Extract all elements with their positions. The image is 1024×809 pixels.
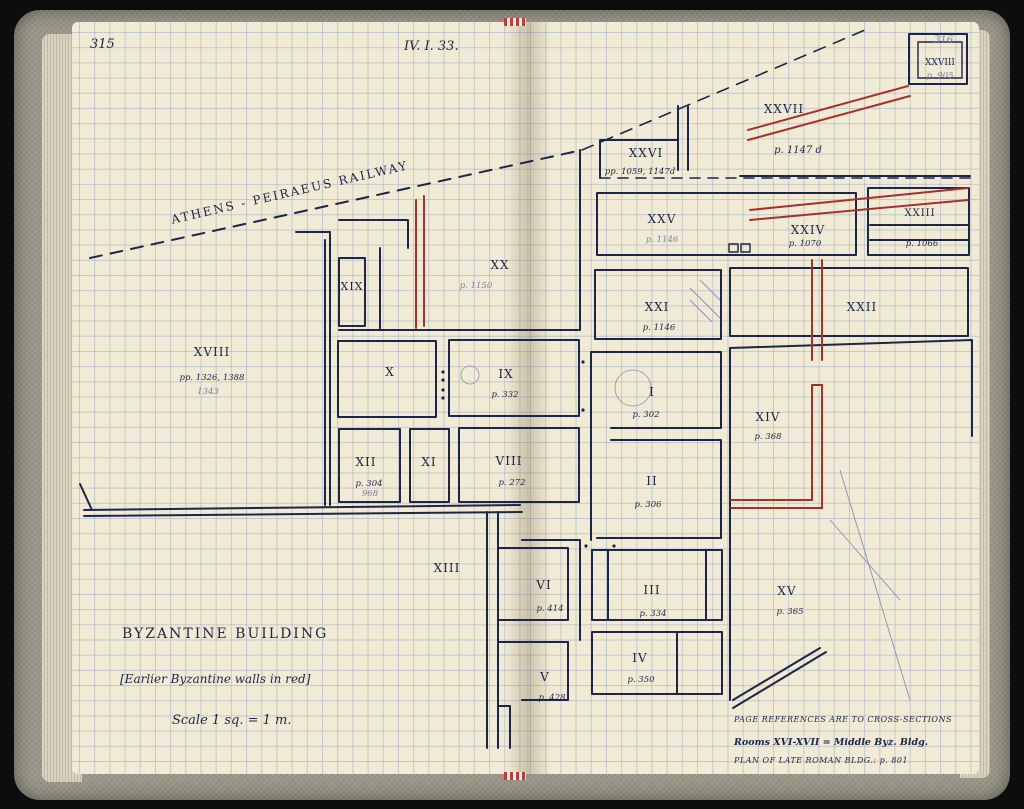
- room-xxvii-ref: p. 1147 d: [774, 145, 822, 156]
- red-wall-xxiv: [749, 187, 969, 221]
- boundary-wall: [79, 483, 93, 511]
- room-xxvi-wall: [599, 105, 689, 179]
- room-xx-label: XX: [490, 258, 510, 272]
- room-iv-ref: p. 350: [627, 675, 655, 685]
- room-xxiii-ref: p. 1066: [905, 239, 939, 249]
- room-xv-label: XV: [777, 584, 797, 598]
- room-viii-wall: [458, 427, 580, 503]
- room-xix-label: XIX: [340, 280, 364, 293]
- room-xii-label: XII: [355, 455, 377, 469]
- room-i-ref: p. 302: [632, 410, 660, 420]
- binding-thread-top: [504, 18, 526, 26]
- room-xxi-label: XXI: [644, 300, 670, 314]
- book-gutter: [505, 22, 551, 774]
- legend-note: [Earlier Byzantine walls in red]: [120, 672, 311, 686]
- room-ii-label: II: [646, 474, 658, 488]
- room-vi-ref: p. 414: [536, 604, 564, 614]
- room-xxi-wall: [594, 269, 722, 340]
- room-xxi-ref: p. 1146: [642, 323, 676, 333]
- room-ix-wall: [448, 339, 580, 417]
- room-v-label: V: [540, 670, 550, 684]
- footnote-line-1: PAGE REFERENCES ARE TO CROSS-SECTIONS: [734, 715, 952, 724]
- room-xii-ref: p. 304: [355, 479, 383, 489]
- room-xxv-label: XXV: [647, 212, 677, 226]
- room-xxv-ref: p. 1146: [645, 235, 679, 245]
- room-xxvi-label: XXVI: [628, 146, 664, 160]
- room-iv-wall: [591, 631, 723, 695]
- room-xxiii-wall: [867, 187, 970, 256]
- legend-scale: Scale 1 sq. = 1 m.: [172, 713, 292, 728]
- room-iv-label: IV: [632, 651, 648, 665]
- room-viii-ref: p. 272: [498, 478, 526, 488]
- page-date: IV. I. 33.: [404, 39, 459, 54]
- room-xix-wall: [338, 257, 366, 327]
- room-xi-wall: [409, 428, 450, 503]
- room-xxiii-label: XXIII: [904, 208, 936, 219]
- room-xxv-wall: [596, 192, 857, 256]
- room-ix-label: IX: [498, 367, 514, 381]
- room-i-label: I: [649, 385, 655, 399]
- room-xxviii-ref: p. 905: [926, 71, 954, 81]
- room-xxviii-wall: [908, 33, 968, 85]
- room-xi-label: XI: [421, 455, 437, 469]
- room-ii-ref: p. 306: [634, 500, 662, 510]
- left-page-number: 315: [90, 37, 115, 52]
- room-xviii-ref: pp. 1326, 1388: [179, 373, 245, 383]
- railway-line-upper: [581, 29, 866, 151]
- room-xxii-label: XXII: [846, 300, 878, 314]
- room-xii-wall: [338, 428, 401, 503]
- binding-thread-bottom: [504, 772, 526, 780]
- room-ix-ref: p. 332: [491, 390, 519, 400]
- right-page-number: 316: [934, 35, 954, 46]
- room-xviii-ref2: 1343: [197, 387, 219, 397]
- footnote-line-2: Rooms XVI-XVII = Middle Byz. Bldg.: [734, 737, 929, 748]
- legend-title: BYZANTINE BUILDING: [122, 626, 329, 642]
- room-xxiv-label: XXIV: [790, 223, 826, 237]
- left-page: [72, 22, 529, 774]
- room-xv-ref: p. 365: [776, 607, 804, 617]
- room-x-label: X: [385, 365, 395, 379]
- room-iii-ref: p. 334: [639, 609, 667, 619]
- room-xii-ref2: 968: [361, 489, 379, 499]
- railway-line: [89, 149, 583, 259]
- room-iii-label: III: [643, 583, 661, 597]
- room-v-ref: p. 428: [538, 693, 566, 703]
- room-xiii-label: XIII: [433, 561, 461, 575]
- room-xviii-label: XVIII: [193, 345, 231, 359]
- room-xxvi-ref: pp. 1059, 1147d: [604, 167, 676, 177]
- footnote-line-3: PLAN OF LATE ROMAN BLDG.: p. 801: [734, 756, 909, 765]
- red-wall-xxvii: [747, 85, 911, 141]
- room-xiv-ref: p. 368: [754, 432, 782, 442]
- room-xxvii-label: XXVII: [763, 102, 805, 116]
- room-x-wall: [337, 340, 437, 418]
- room-xxii-wall: [729, 267, 969, 337]
- room-viii-label: VIII: [495, 454, 523, 468]
- red-wall-xiv: [811, 259, 823, 361]
- room-iii-wall: [591, 549, 723, 621]
- room-xxviii-label: XXVIII: [925, 58, 955, 68]
- room-xx-ref: p. 1150: [459, 281, 493, 291]
- room-xiv-label: XIV: [755, 410, 781, 424]
- red-wall-xx: [415, 195, 425, 329]
- right-page: [529, 22, 979, 774]
- room-vi-label: VI: [536, 578, 552, 592]
- room-xxiv-ref: p. 1070: [788, 239, 822, 249]
